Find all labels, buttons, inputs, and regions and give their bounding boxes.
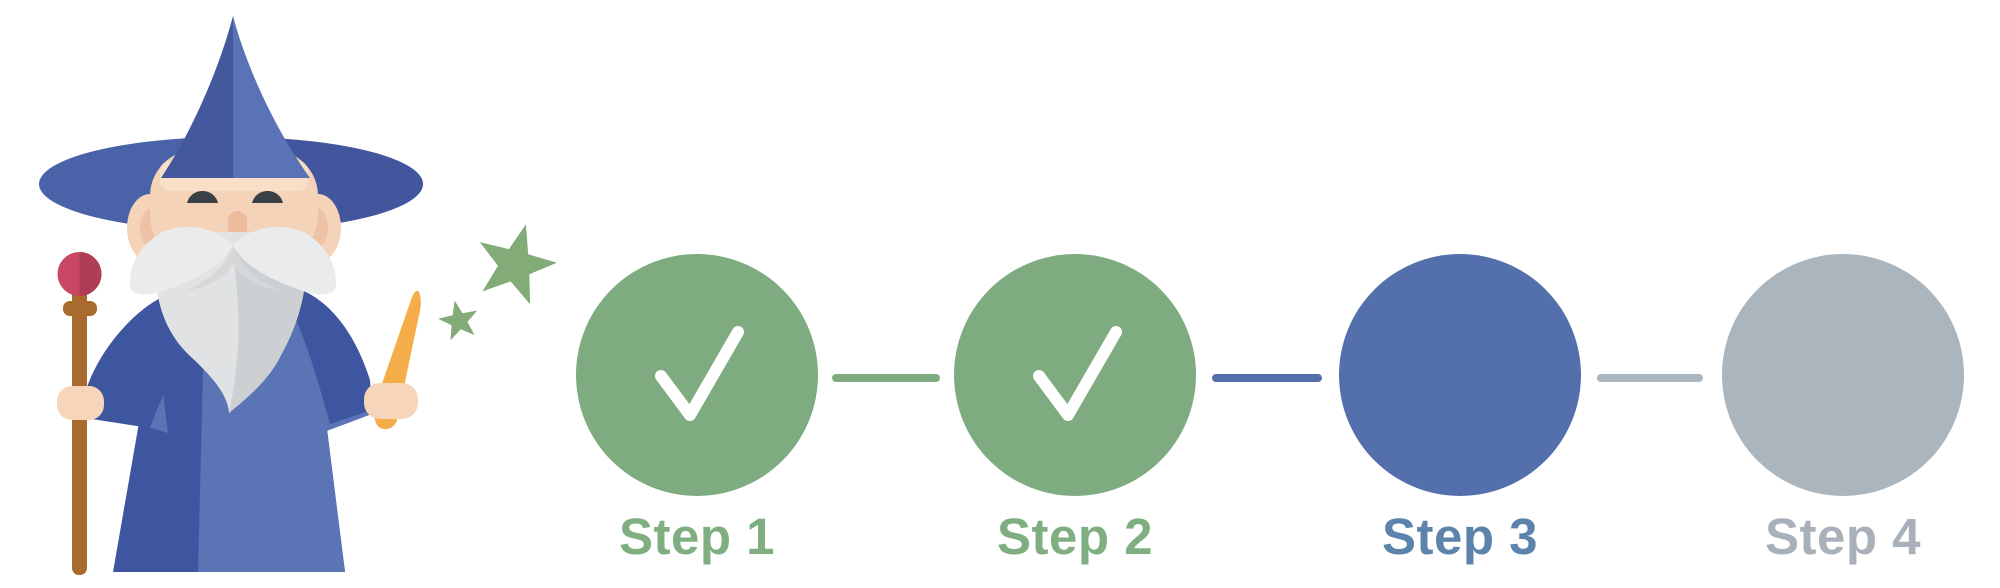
magic-stars [438,224,557,341]
step-2-circle [954,254,1196,496]
wizard-hat-cone [161,16,310,178]
step-4-label: Step 4 [1764,508,1922,565]
step-1-label: Step 1 [618,508,776,565]
check-icon [1033,326,1122,421]
wizard-right-eye [252,191,283,203]
wizard-right-hand [364,383,418,419]
step-3-label: Step 3 [1381,508,1539,565]
step-1-circle [576,254,818,496]
step-2-label: Step 2 [996,508,1154,565]
star-small [438,300,478,341]
step-4-circle [1722,254,1964,496]
connector-1-2 [832,374,940,382]
wizard-right-sleeve [292,288,372,432]
star-large [479,224,557,305]
wizard-left-eye [187,191,218,203]
wizard-mustache [130,226,336,295]
wizard-staff [57,252,102,575]
step-3-circle [1339,254,1581,496]
wizard-illustration [39,16,557,575]
wizard-left-hand [57,386,104,420]
connector-2-3 [1212,374,1322,382]
connector-3-4 [1597,374,1703,382]
check-icon [655,326,744,421]
